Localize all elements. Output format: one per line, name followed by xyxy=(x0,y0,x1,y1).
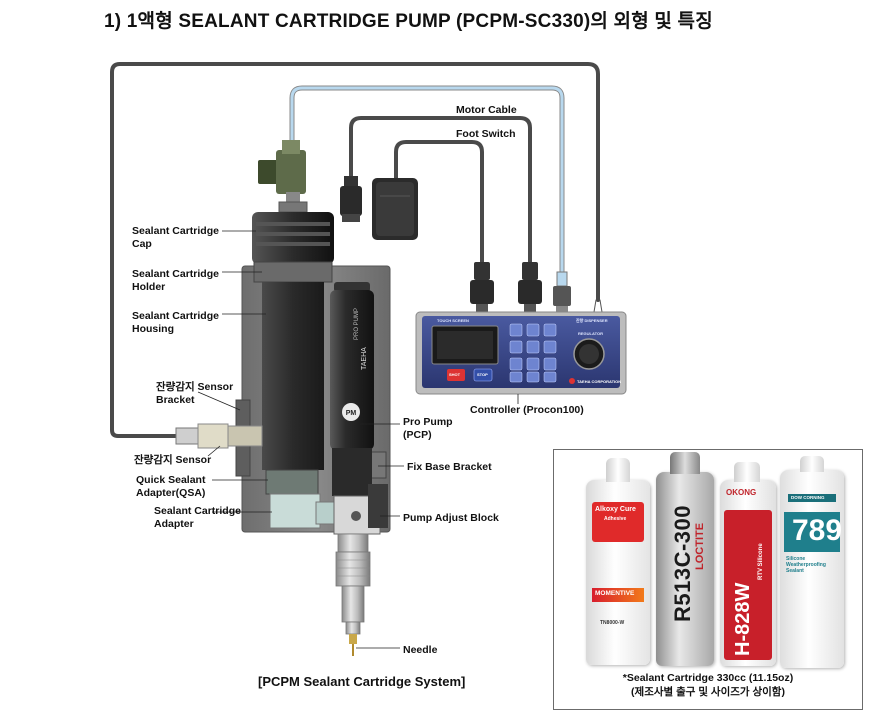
cartridge-cap xyxy=(252,212,334,264)
sensor-label: 잔량감지 Sensor xyxy=(134,454,212,466)
controller-ko-text: 잔량 DISPENSER xyxy=(576,318,608,323)
sensor-bracket-label-line2: Bracket xyxy=(156,394,195,406)
tube-1-maker-band xyxy=(592,588,644,602)
pro-pump-label-line1: Pro Pump xyxy=(403,416,453,428)
foot-switch-cable xyxy=(394,140,484,264)
system-caption: [PCPM Sealant Cartridge System] xyxy=(258,674,466,689)
tube-1-label-band xyxy=(592,502,644,542)
cartridge-holder xyxy=(253,261,333,283)
tube-4-code-band xyxy=(784,512,840,552)
fix-base-bracket-label: Fix Base Bracket xyxy=(407,461,492,473)
motor-cable-connector xyxy=(340,176,362,222)
quick-sealant-adapter xyxy=(265,469,319,495)
shot-text: SHOT xyxy=(449,372,461,377)
touch-screen-text: TOUCH SCREEN xyxy=(437,318,469,323)
cartridge-housing-label-line1: Sealant Cartridge xyxy=(132,310,219,322)
stop-text: STOP xyxy=(477,372,488,377)
tube-3-nozzle xyxy=(734,462,760,482)
tube-3-code: H-828W xyxy=(732,582,754,656)
tube-2-brand: LOCTITE xyxy=(694,522,706,570)
tube-4-brand-band xyxy=(788,494,836,502)
tube-4-brand: DOW CORNING xyxy=(791,495,825,500)
tube-1-brand: Alkoxy Cure xyxy=(595,506,636,513)
sensor-bracket-label: 잔량감지 Sensor Bracket xyxy=(156,381,233,407)
svg-text:PM: PM xyxy=(346,410,357,417)
valve-fitting xyxy=(258,140,308,213)
cartridge-cap-label-line1: Sealant Cartridge xyxy=(132,225,219,237)
tube-1-sub: Adhesive xyxy=(604,516,627,522)
pump-model-text: PRO PUMP xyxy=(354,308,360,340)
tube-3-label-band xyxy=(724,510,772,660)
motor-cable-label: Motor Cable xyxy=(456,104,517,116)
tube-4-nozzle xyxy=(800,456,824,472)
cartridge-adapter-label: Sealant Cartridge Adapter xyxy=(154,505,241,531)
foot-switch xyxy=(372,178,418,240)
qsa-label-line1: Quick Sealant xyxy=(136,474,206,486)
cartridge-cap-label-line2: Cap xyxy=(132,238,152,250)
tube-3-sub: RTV Silicone xyxy=(758,543,764,580)
motor-cable xyxy=(349,116,532,264)
page-title: 1) 1액형 SEALANT CARTRIDGE PUMP (PCPM-SC33… xyxy=(104,11,713,32)
tube-1-maker: MOMENTIVE xyxy=(595,590,635,597)
tube-2-code: R513C-300 xyxy=(670,504,695,622)
stop-button xyxy=(473,368,493,382)
pump-body-lower xyxy=(332,448,372,496)
cartridge-adapter-label-line1: Sealant Cartridge xyxy=(154,505,241,517)
controller-procon100 xyxy=(415,311,627,395)
tube-2-nozzle xyxy=(670,452,700,474)
cartridge-holder-label: Sealant Cartridge Holder xyxy=(132,268,219,294)
cartridge-adapter-label-line2: Adapter xyxy=(154,518,194,530)
sensor-bracket-label-line1: 잔량감지 Sensor xyxy=(156,381,234,393)
qsa-label: Quick Sealant Adapter(QSA) xyxy=(136,474,205,500)
cartridge-photo-panel: Alkoxy Cure Adhesive MOMENTIVE TN8000-W … xyxy=(553,449,863,710)
cartridge-tube-4: DOW CORNING 789 Silicone Weatherproofing… xyxy=(780,470,844,668)
level-sensor xyxy=(175,423,263,449)
cartridge-holder-label-line2: Holder xyxy=(132,281,166,293)
pro-pump-label: Pro Pump (PCP) xyxy=(403,416,453,442)
foot-switch-label: Foot Switch xyxy=(456,128,516,140)
cartridge-holder-label-line1: Sealant Cartridge xyxy=(132,268,219,280)
tube-4-code: 789 xyxy=(792,514,843,547)
photo-caption-line2: (제조사별 출구 및 사이즈가 상이함) xyxy=(631,686,785,698)
leader-lines xyxy=(197,230,519,649)
sensor-cable xyxy=(110,62,600,438)
cartridge-tube-2: R513C-300 LOCTITE xyxy=(656,472,714,666)
pump-brand-text: TAEHA xyxy=(361,347,368,370)
pro-pump: PM TAEHA PRO PUMP xyxy=(330,282,374,450)
nozzle-assembly xyxy=(335,533,371,656)
pump-adjust-block xyxy=(333,484,388,535)
cartridge-housing xyxy=(262,282,324,470)
tube-1-nozzle xyxy=(606,458,630,482)
photo-caption-line1: *Sealant Cartridge 330cc (11.15oz) xyxy=(622,672,794,684)
shot-button xyxy=(447,369,465,381)
brand-text: TAEHA CORPORATION xyxy=(577,379,622,384)
regulator-text: REGULATOR xyxy=(578,331,603,336)
needle-label: Needle xyxy=(403,644,438,656)
tube-3-brand: OKONG xyxy=(726,488,757,497)
controller-keypad xyxy=(509,323,557,383)
tube-1-code: TN8000-W xyxy=(600,620,625,626)
qsa-label-line2: Adapter(QSA) xyxy=(136,487,206,499)
cartridge-housing-label-line2: Housing xyxy=(132,323,174,335)
controller-connectors xyxy=(470,262,571,312)
cartridge-tube-3: OKONG H-828W RTV Silicone xyxy=(720,480,776,666)
cable-routing xyxy=(110,62,603,438)
tube-4-sub: Silicone Weatherproofing Sealant xyxy=(786,556,826,574)
controller-label: Controller (Procon100) xyxy=(470,404,584,416)
pump-adjust-block-label: Pump Adjust Block xyxy=(403,512,499,524)
pro-pump-label-line2: (PCP) xyxy=(403,429,432,441)
cartridge-tube-1: Alkoxy Cure Adhesive MOMENTIVE TN8000-W xyxy=(586,480,650,665)
cartridge-adapter xyxy=(269,493,321,529)
cartridge-housing-label: Sealant Cartridge Housing xyxy=(132,310,219,336)
cartridge-cap-label: Sealant Cartridge Cap xyxy=(132,225,219,251)
